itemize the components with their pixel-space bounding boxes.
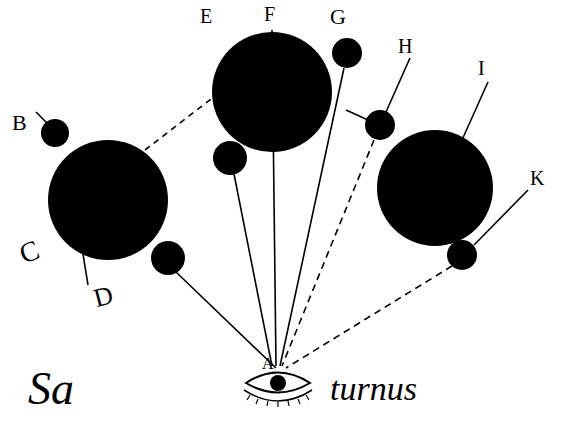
point-letter: A bbox=[262, 356, 274, 372]
title-word: Sa bbox=[28, 366, 74, 412]
ring-line bbox=[386, 58, 410, 112]
ring-line bbox=[462, 82, 488, 140]
satellite bbox=[41, 119, 69, 147]
sight-line bbox=[282, 140, 374, 366]
point-letter: F bbox=[264, 4, 275, 24]
ring-line bbox=[346, 110, 368, 120]
satellite bbox=[213, 141, 247, 175]
point-letter: G bbox=[330, 6, 346, 28]
point-letter: H bbox=[398, 36, 412, 56]
saturn-body bbox=[212, 32, 332, 152]
point-letter: K bbox=[530, 168, 544, 188]
satellite bbox=[151, 241, 185, 275]
eye bbox=[244, 373, 312, 408]
title-word: turnus bbox=[330, 372, 417, 406]
satellite bbox=[332, 38, 362, 68]
point-letter: C bbox=[16, 236, 43, 269]
sight-line bbox=[286, 266, 452, 368]
point-letter: E bbox=[200, 6, 212, 26]
sight-line bbox=[176, 272, 276, 368]
satellite bbox=[365, 110, 395, 140]
point-letter: D bbox=[91, 282, 116, 312]
saturn-body bbox=[48, 140, 168, 260]
satellite bbox=[447, 240, 477, 270]
saturn-body bbox=[377, 130, 493, 246]
point-letter: I bbox=[478, 58, 485, 78]
sight-line bbox=[234, 174, 272, 366]
ring-line bbox=[145, 96, 215, 150]
point-letter: B bbox=[12, 112, 27, 134]
